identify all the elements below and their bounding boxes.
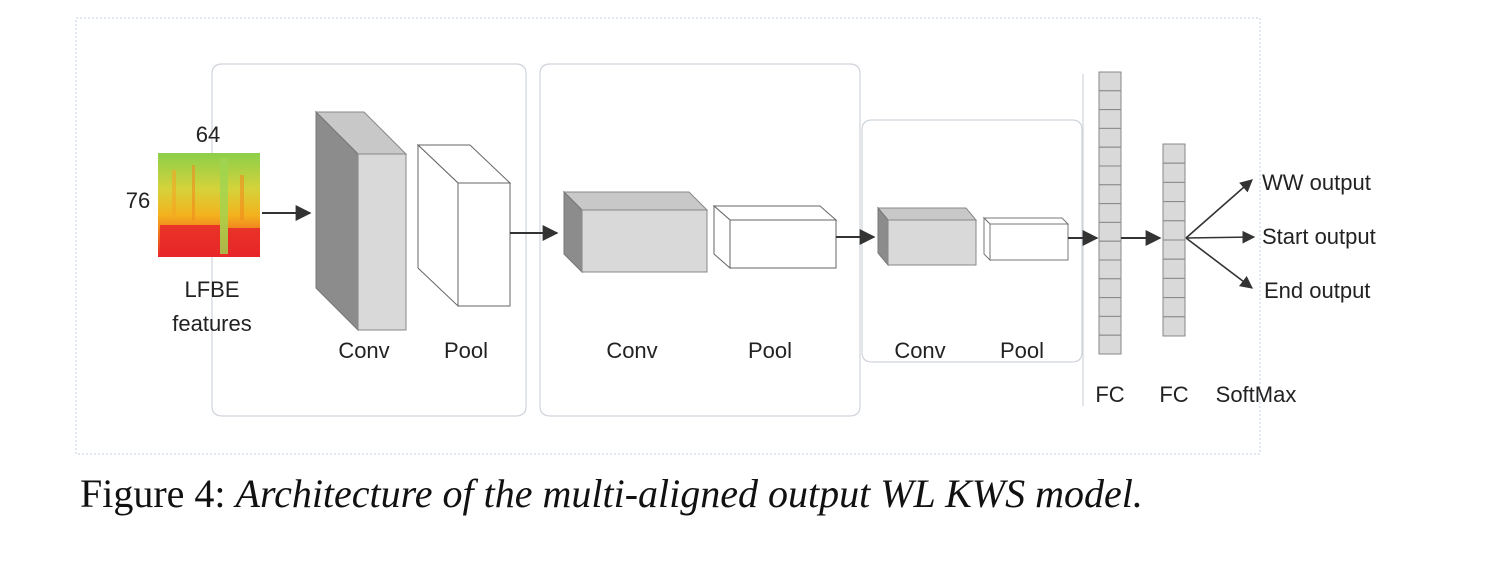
arrow-to-ww-output [1185, 179, 1253, 239]
block-2-group-outline [539, 63, 861, 417]
lfbe-spectrogram [158, 153, 260, 257]
pool-2-label: Pool [748, 338, 792, 363]
arrow-to-start-output [1185, 230, 1256, 244]
fc-2-layer [1162, 143, 1186, 337]
fc-2-label: FC [1159, 382, 1188, 407]
fc-2-cell [1162, 239, 1186, 260]
input-name-line2: features [172, 311, 252, 336]
fc-1-cell [1098, 315, 1122, 336]
conv-3-cuboid [876, 206, 978, 267]
conv-1-label: Conv [338, 338, 389, 363]
fc-1-cell [1098, 334, 1122, 355]
caption-text: Architecture of the multi-aligned output… [235, 471, 1143, 516]
fc-1-cell [1098, 259, 1122, 280]
architecture-diagram: 64 76 LFBE features Conv Pool Conv Pool [75, 17, 1376, 455]
fc-1-cell [1098, 240, 1122, 261]
fc-2-cell [1162, 143, 1186, 164]
fc-2-cell [1162, 201, 1186, 222]
fc-2-cell [1162, 220, 1186, 241]
fc-1-cell [1098, 221, 1122, 242]
input-width-label: 64 [196, 122, 220, 147]
block-1-group-outline [211, 63, 527, 417]
conv-1-cuboid [314, 110, 408, 332]
fc-1-cell [1098, 127, 1122, 148]
fc-1-cell [1098, 297, 1122, 317]
start-output-label: Start output [1262, 224, 1376, 249]
caption-prefix: Figure 4: [80, 471, 236, 516]
softmax-label: SoftMax [1216, 382, 1297, 407]
end-output-label: End output [1264, 278, 1370, 303]
fc-2-cell [1162, 277, 1186, 299]
ww-output-label: WW output [1262, 170, 1371, 195]
fc-1-layer [1098, 71, 1122, 355]
fc-1-cell [1098, 165, 1122, 186]
pool-1-label: Pool [444, 338, 488, 363]
conv-2-label: Conv [606, 338, 657, 363]
conv-3-label: Conv [894, 338, 945, 363]
arrow-to-end-output [1185, 237, 1254, 289]
figure-frame [75, 17, 1261, 455]
fc-1-cell [1098, 71, 1122, 92]
fc-2-cell [1162, 316, 1186, 337]
input-height-label: 76 [126, 188, 150, 213]
fc-1-cell [1098, 203, 1122, 223]
fc-1-cell [1098, 278, 1122, 299]
pool-1-cuboid [416, 143, 512, 308]
pool-3-cuboid [982, 216, 1070, 262]
fc-1-cell [1098, 90, 1122, 111]
fc-2-cell [1162, 297, 1186, 318]
fc-1-cell [1098, 146, 1122, 167]
fc-2-cell [1162, 181, 1186, 203]
fc-1-cell [1098, 184, 1122, 205]
pool-2-cuboid [712, 204, 838, 270]
input-name-line1: LFBE [184, 277, 239, 302]
conv-2-cuboid [562, 190, 709, 274]
fc-2-cell [1162, 258, 1186, 279]
fc-1-label: FC [1095, 382, 1124, 407]
block-3-group-outline [861, 119, 1083, 363]
fc-2-cell [1162, 162, 1186, 183]
pool-3-label: Pool [1000, 338, 1044, 363]
figure-caption: Figure 4: Architecture of the multi-alig… [80, 470, 1460, 517]
fc-1-cell [1098, 109, 1122, 129]
